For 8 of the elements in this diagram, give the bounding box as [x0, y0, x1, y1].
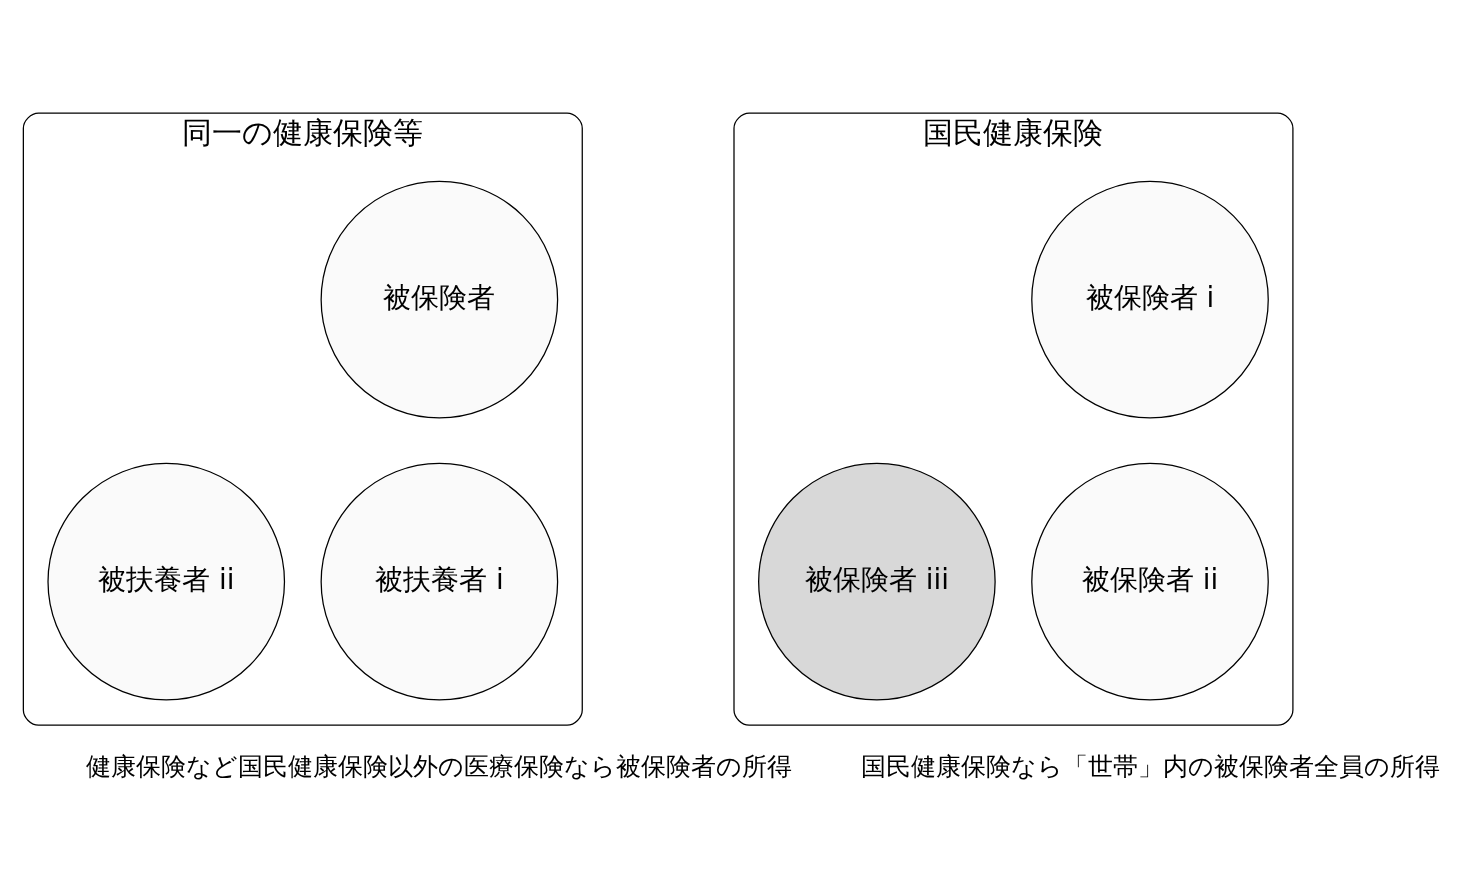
node-circle: 被保険者 ii	[1031, 462, 1269, 701]
label: 健康保険など国民健康保険以外の医療保険なら被保険者の所得	[86, 751, 793, 781]
node-circle: 被扶養者 i	[320, 462, 559, 701]
node-circle: 被保険者 i	[1031, 180, 1269, 419]
node-circle: 被保険者	[320, 180, 559, 419]
label: 国民健康保険なら「世帯」内の被保険者全員の所得	[860, 751, 1440, 781]
node-circle: 被保険者 iii	[758, 462, 996, 701]
node-circle: 被扶養者 ii	[47, 462, 286, 701]
